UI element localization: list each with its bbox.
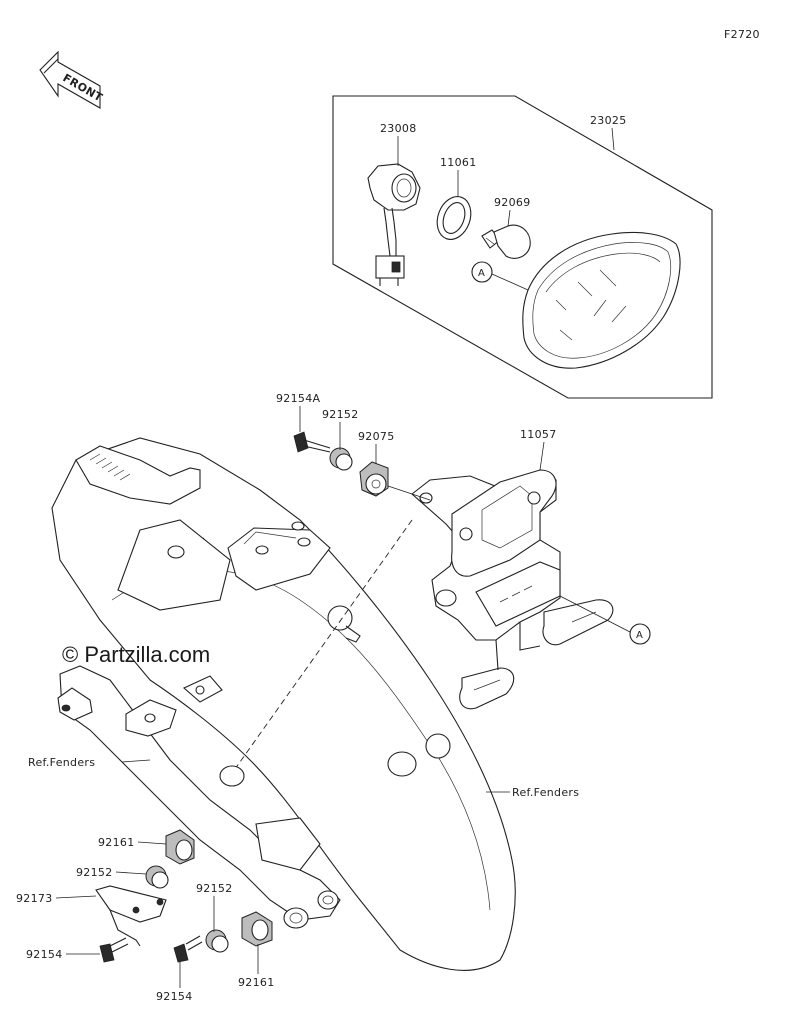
taillamp-assembly-box bbox=[332, 95, 713, 399]
label-92154-a: 92154 bbox=[26, 948, 63, 961]
bolt-92154a bbox=[293, 431, 331, 453]
bolt-92154-a bbox=[99, 937, 129, 963]
label-92173: 92173 bbox=[16, 892, 53, 905]
bulb-92069 bbox=[481, 224, 531, 259]
washer-92152-c bbox=[205, 929, 229, 953]
label-92154-b: 92154 bbox=[156, 990, 193, 1003]
label-ref-fenders-left: Ref.Fenders bbox=[28, 756, 95, 769]
socket-23008 bbox=[367, 163, 421, 286]
grommet-92161-a bbox=[165, 829, 195, 865]
label-92161-b: 92161 bbox=[238, 976, 275, 989]
label-92075: 92075 bbox=[358, 430, 395, 443]
label-11061: 11061 bbox=[440, 156, 477, 169]
washer-92152-top bbox=[329, 447, 353, 471]
ref-marker-a-bottom: A bbox=[559, 595, 651, 645]
fender-mount-hole bbox=[219, 765, 245, 787]
label-92152-top: 92152 bbox=[322, 408, 359, 421]
gasket-11061 bbox=[436, 196, 472, 240]
figure-code: F2720 bbox=[724, 28, 760, 41]
grommet-92075 bbox=[359, 461, 389, 497]
label-23025: 23025 bbox=[590, 114, 627, 127]
svg-text:A: A bbox=[636, 630, 643, 641]
label-11057: 11057 bbox=[520, 428, 557, 441]
bolt-92154-b bbox=[173, 935, 203, 963]
clip-92173 bbox=[95, 885, 167, 947]
label-92161-a: 92161 bbox=[98, 836, 135, 849]
label-92154a: 92154A bbox=[276, 392, 320, 405]
assembly-dashed-line bbox=[229, 519, 413, 777]
label-92152-b: 92152 bbox=[76, 866, 113, 879]
svg-text:A: A bbox=[478, 268, 485, 279]
label-ref-fenders-right: Ref.Fenders bbox=[512, 786, 579, 799]
label-92069: 92069 bbox=[494, 196, 531, 209]
license-bracket-11057 bbox=[411, 469, 614, 710]
grommet-92161-b bbox=[241, 911, 273, 947]
rear-fender bbox=[51, 437, 516, 971]
front-arrow-icon: FRONT bbox=[39, 50, 105, 109]
lower-bracket bbox=[57, 665, 341, 929]
label-92152-c: 92152 bbox=[196, 882, 233, 895]
label-23008: 23008 bbox=[380, 122, 417, 135]
watermark: © Partzilla.com bbox=[62, 642, 210, 667]
washer-92152-b bbox=[145, 865, 169, 889]
ref-marker-a-top: A bbox=[471, 261, 529, 291]
taillamp-23025 bbox=[522, 231, 681, 369]
